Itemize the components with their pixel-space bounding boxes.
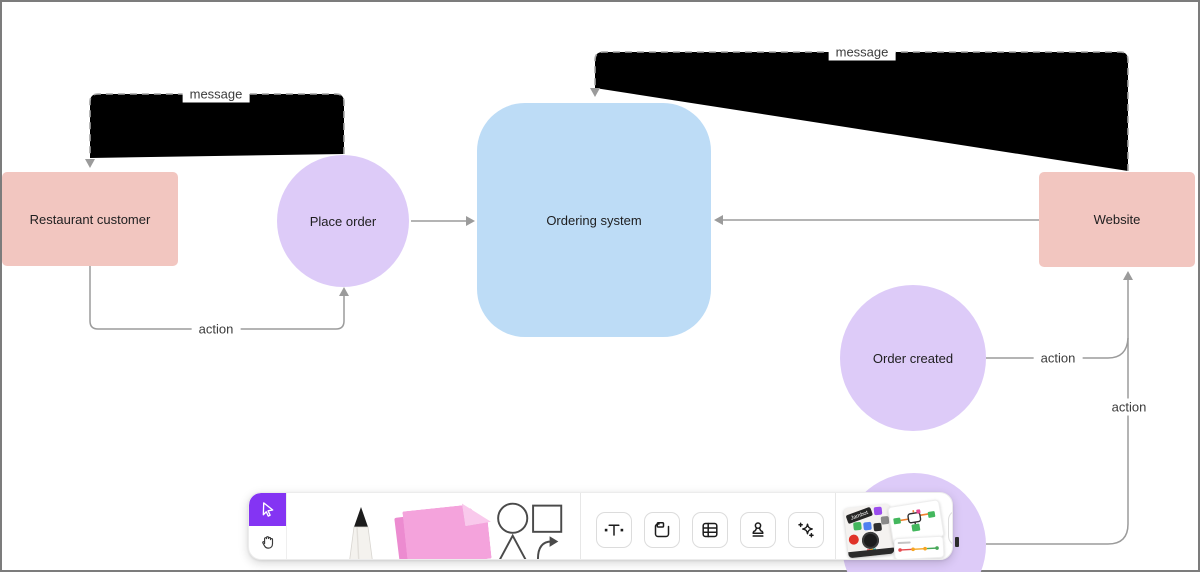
section-tool-button[interactable] — [644, 512, 680, 548]
hand-icon — [261, 535, 273, 549]
stamp-tool-button[interactable] — [740, 512, 776, 548]
jambot-base — [848, 547, 895, 559]
node-ordering-system[interactable]: Ordering system — [477, 103, 711, 337]
connector-label-message: message — [182, 85, 250, 103]
marker-pen-tool[interactable] — [346, 505, 376, 560]
widgets-group: Jambot — [836, 493, 952, 559]
table-tool-button[interactable] — [692, 512, 728, 548]
square-shape-icon — [532, 504, 563, 533]
connector-message-left — [89, 93, 345, 158]
app-chip-icon — [853, 521, 862, 531]
node-place-order[interactable]: Place order — [277, 155, 409, 287]
arrowhead-up-icon — [1123, 271, 1133, 280]
node-label: Ordering system — [546, 212, 642, 228]
select-tool-button[interactable] — [249, 493, 286, 526]
triangle-shape-icon — [499, 533, 527, 559]
hand-tool-button[interactable] — [249, 526, 286, 559]
arrowhead-down-icon — [85, 159, 95, 168]
object-tools-group — [581, 493, 836, 559]
figjam-toolbar: Jambot — [248, 492, 953, 560]
text-tool-button[interactable] — [596, 512, 632, 548]
sparkle-plus-icon — [798, 522, 814, 538]
jambot-widget-thumbnail[interactable]: Jambot — [843, 503, 895, 559]
arrowhead-left-icon — [714, 215, 723, 225]
arrow-shape-icon — [536, 540, 552, 559]
select-tool-group — [249, 493, 287, 559]
section-icon — [654, 522, 670, 538]
node-website[interactable]: Website — [1039, 172, 1195, 267]
connector-label-action: action — [191, 320, 241, 338]
node-label: Website — [1093, 212, 1141, 227]
circle-shape-icon — [497, 502, 529, 534]
stamp-icon — [752, 522, 764, 537]
connector-label-action: action — [1033, 349, 1083, 367]
app-chip-icon — [863, 521, 872, 531]
connector-label-action: action — [1104, 398, 1154, 416]
camera-lens-icon — [861, 531, 880, 550]
template-timeline-thumbnail[interactable] — [893, 535, 945, 559]
text-icon — [604, 524, 624, 536]
add-widget-button[interactable]: + — [948, 510, 952, 546]
table-icon — [702, 522, 718, 538]
mini-flowchart-icon — [893, 509, 936, 532]
sticky-note-tool[interactable] — [394, 503, 492, 560]
node-restaurant-customer[interactable]: Restaurant customer — [2, 172, 178, 266]
mini-timeline-icon — [897, 541, 939, 552]
app-chip-icon — [873, 506, 883, 516]
cursor-icon — [262, 502, 274, 517]
clipped-label-fragment — [955, 537, 959, 547]
node-label: Restaurant customer — [29, 211, 151, 227]
drawing-tools-group — [287, 493, 581, 559]
connector-label-message: message — [828, 43, 896, 61]
node-label: Place order — [309, 213, 377, 229]
arrowhead-up-icon — [339, 287, 349, 296]
node-order-created[interactable]: Order created — [840, 285, 986, 431]
shapes-tool[interactable] — [492, 493, 580, 559]
template-flowchart-thumbnail[interactable] — [887, 499, 945, 545]
node-label: Order created — [872, 350, 954, 366]
ai-magic-tool-button[interactable] — [788, 512, 824, 548]
arrowhead-right-icon — [466, 216, 475, 226]
sticky-note-front-sheet — [402, 503, 491, 560]
record-dot-icon — [848, 534, 860, 546]
arrowhead-down-icon — [590, 88, 600, 97]
app-chip-icon — [873, 522, 883, 532]
